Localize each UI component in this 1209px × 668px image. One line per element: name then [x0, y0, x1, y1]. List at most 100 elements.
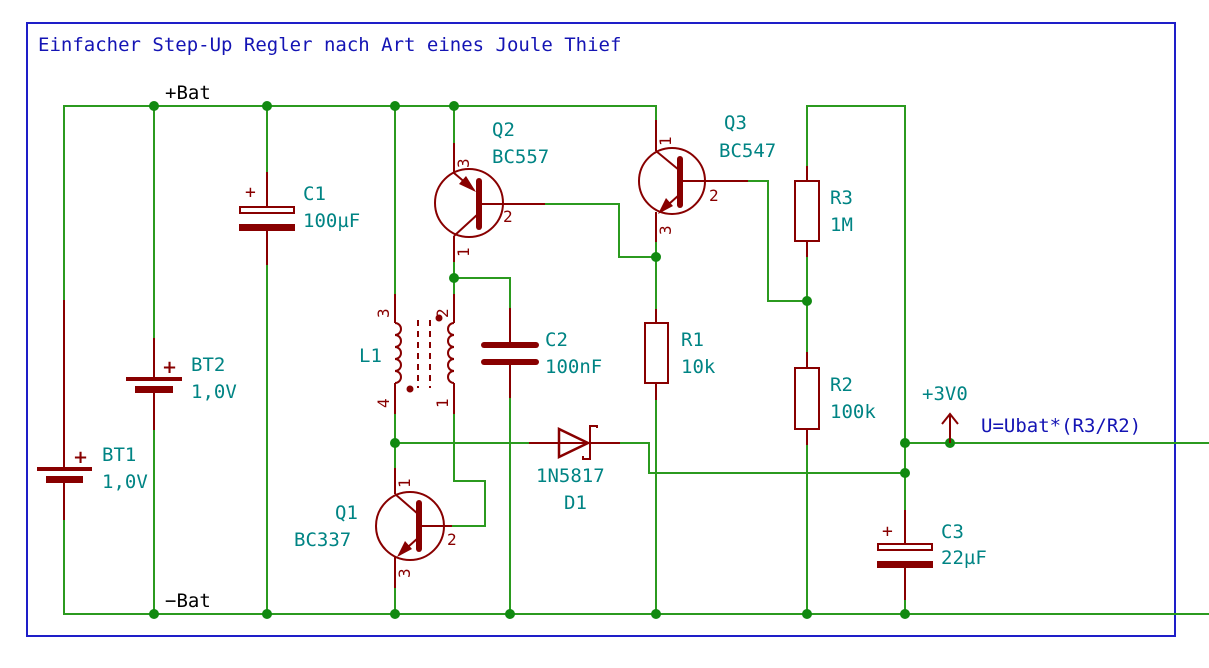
bt1-value: 1,0V	[102, 471, 148, 493]
d1-value: 1N5817	[536, 465, 605, 487]
junction	[802, 609, 812, 619]
r1-ref: R1	[681, 329, 704, 351]
q3-ref: Q3	[724, 112, 747, 134]
d1-triangle	[557, 427, 591, 459]
bt1-plate-negative	[46, 476, 83, 483]
bt1-ref: BT1	[102, 444, 136, 466]
junction	[149, 609, 159, 619]
wire-q1-base	[452, 414, 486, 527]
diode-d1[interactable]: 1N5817 D1	[529, 425, 620, 514]
l1-pin-3: 3	[374, 308, 393, 318]
junction	[651, 609, 661, 619]
r1-value: 10k	[681, 356, 716, 378]
power-flag-3v0[interactable]: +3V0	[922, 383, 968, 443]
battery-bt2[interactable]: + BT2 1,0V	[126, 338, 237, 430]
l1-winding-secondary	[447, 322, 455, 384]
q3-pin-3: 3	[656, 225, 675, 235]
q1-emitter-arrow	[397, 541, 412, 557]
bt2-plate-negative	[135, 386, 173, 393]
capacitor-c1[interactable]: + C1 100µF	[239, 172, 360, 265]
transistor-q2[interactable]: 3 1 2 Q2 BC557	[434, 119, 549, 262]
c3-ref: C3	[941, 521, 964, 543]
wire-c2-top	[454, 277, 511, 308]
q1-pin-2: 2	[447, 530, 457, 549]
r3-body	[794, 180, 820, 242]
junction	[802, 296, 812, 306]
bt2-value: 1,0V	[191, 381, 237, 403]
r2-body	[794, 367, 820, 430]
l1-phase-dot-primary	[406, 385, 414, 393]
q3-value: BC547	[719, 140, 776, 162]
capacitor-c2[interactable]: C2 100nF	[481, 308, 602, 398]
wire-neg-rail	[63, 520, 1209, 615]
junction	[390, 609, 400, 619]
q3-body	[638, 147, 706, 215]
junction	[449, 101, 459, 111]
r2-value: 100k	[830, 401, 876, 423]
q2-collector-line	[453, 213, 479, 237]
q2-pin-3: 3	[454, 158, 473, 168]
c1-plate-positive	[239, 206, 295, 214]
bt1-plus-sign: +	[73, 447, 88, 468]
q3-pin-2: 2	[709, 186, 719, 205]
q3-collector-line	[655, 150, 680, 171]
transformer-l1[interactable]: 3 4 2 1 L1	[359, 294, 455, 414]
c3-plate-positive	[877, 543, 933, 551]
c3-plate-negative	[877, 561, 933, 568]
l1-winding-primary	[394, 322, 402, 384]
q2-ref: Q2	[492, 119, 515, 141]
junctions	[149, 101, 955, 619]
transistor-q3[interactable]: 1 3 2 Q3 BC547	[638, 112, 776, 242]
transistor-q1[interactable]: 1 3 2 Q1 BC337	[294, 468, 457, 588]
bt2-plus-sign: +	[162, 357, 177, 378]
bt2-plate-positive	[126, 377, 182, 381]
junction	[390, 438, 400, 448]
wire-q2-base	[545, 203, 656, 258]
junction	[449, 273, 459, 283]
wire-d1-cathode	[620, 442, 906, 474]
bt2-ref: BT2	[191, 354, 225, 376]
capacitor-c3[interactable]: + C3 22µF	[877, 510, 987, 600]
r3-value: 1M	[830, 214, 853, 236]
wire-pos-rail	[63, 105, 657, 300]
wire-r3-top	[806, 105, 906, 443]
resistor-r2[interactable]: R2 100k	[794, 352, 876, 445]
c1-plate-negative	[239, 224, 295, 231]
q3-pin-1: 1	[656, 136, 675, 146]
c1-plus-sign: +	[245, 182, 256, 203]
d1-ref: D1	[564, 492, 587, 514]
r1-body	[644, 322, 669, 384]
q1-body	[375, 491, 445, 561]
junction	[262, 609, 272, 619]
q2-value: BC557	[492, 146, 549, 168]
formula-note: U=Ubat*(R3/R2)	[981, 415, 1141, 437]
c2-value: 100nF	[545, 356, 602, 378]
c1-ref: C1	[303, 183, 326, 205]
d1-schottky-bar	[582, 425, 598, 460]
battery-bt1[interactable]: + BT1 1,0V	[37, 300, 148, 520]
q2-pin-1: 1	[454, 247, 473, 257]
junction	[149, 101, 159, 111]
junction	[900, 609, 910, 619]
l1-phase-dot-secondary	[435, 314, 443, 322]
q1-pin-1: 1	[395, 478, 414, 488]
r2-ref: R2	[830, 374, 853, 396]
junction	[900, 438, 910, 448]
resistor-r1[interactable]: R1 10k	[644, 309, 716, 400]
q1-pin-3: 3	[395, 568, 414, 578]
junction	[505, 609, 515, 619]
q1-collector-line	[394, 493, 419, 515]
q1-ref: Q1	[335, 502, 358, 524]
sheet-border	[26, 22, 1176, 637]
q1-value: BC337	[294, 529, 351, 551]
wire-q3-base	[748, 180, 807, 302]
net-label-neg-bat: −Bat	[165, 590, 211, 612]
power-flag-label: +3V0	[922, 383, 968, 405]
resistor-r3[interactable]: R3 1M	[794, 166, 853, 257]
wires	[63, 105, 1209, 615]
q2-emitter-arrow	[459, 176, 476, 192]
c1-value: 100µF	[303, 210, 360, 232]
q3-emitter-arrow	[658, 198, 673, 214]
c3-plus-sign: +	[882, 521, 893, 542]
